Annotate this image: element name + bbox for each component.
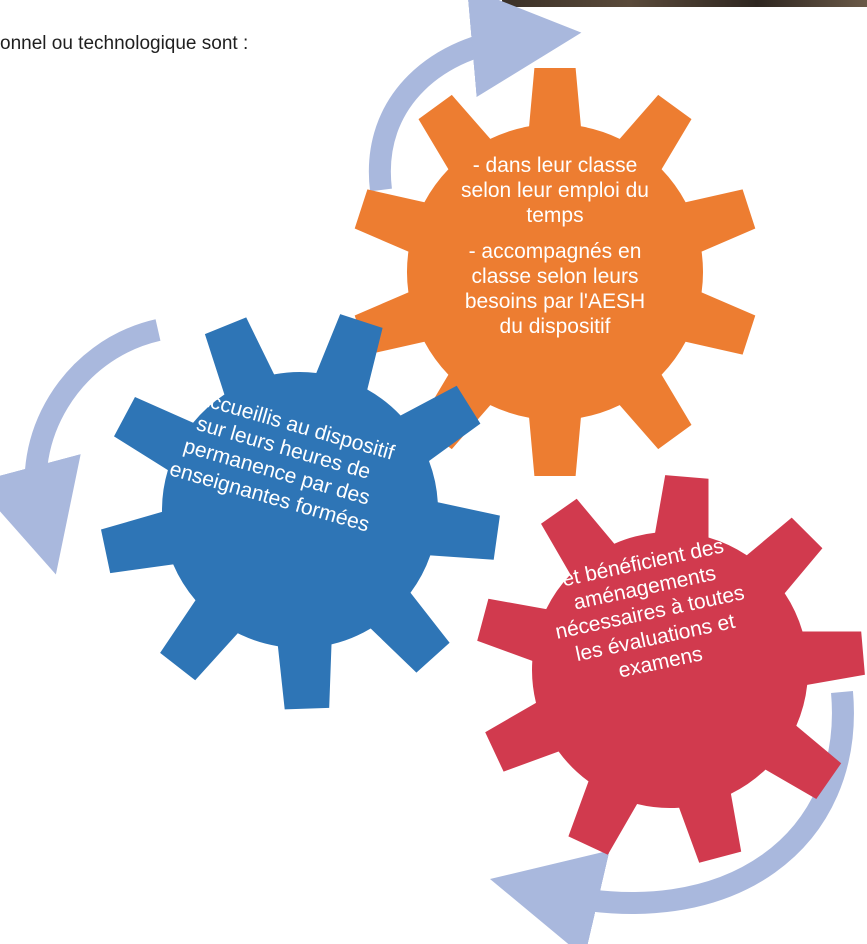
intro-text: onnel ou technologique sont : — [0, 33, 249, 54]
cycle-arrow-top — [368, 0, 582, 192]
orange-gear — [354, 68, 756, 476]
orange-gear-text: - dans leur classe selon leur emploi du … — [455, 153, 655, 339]
cycle-arrow-left — [0, 319, 161, 575]
photo-edge — [502, 0, 867, 7]
blue-gear — [101, 314, 500, 710]
red-gear — [477, 475, 865, 863]
cycle-arrow-bottom — [490, 691, 854, 944]
orange-gear-line-1: - dans leur classe selon leur emploi du … — [461, 154, 649, 228]
orange-gear-line-2: - accompagnés en classe selon leurs beso… — [464, 239, 646, 339]
